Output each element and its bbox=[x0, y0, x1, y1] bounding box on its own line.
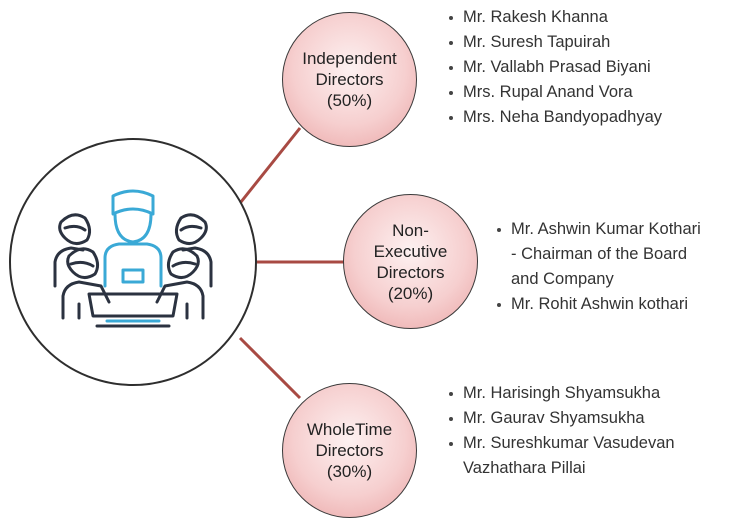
director-role-line: and Company bbox=[511, 270, 614, 288]
node-label-line: Directors bbox=[315, 441, 384, 460]
node-label-line: WholeTime bbox=[306, 420, 393, 439]
director-name-line: Mr. Ashwin Kumar Kothari bbox=[511, 220, 701, 238]
director-name-line: Mr. Rakesh Khanna bbox=[463, 8, 608, 26]
non-executive-directors-list: Mr. Ashwin Kumar Kothari - Chairman of t… bbox=[495, 217, 701, 317]
node-label-line: Independent bbox=[302, 49, 397, 68]
director-item: Mr. Sureshkumar Vasudevan Vazhathara Pil… bbox=[447, 431, 675, 481]
director-item: Mrs. Rupal Anand Vora bbox=[447, 80, 662, 105]
wholetime-directors-node: WholeTime Directors (30%) bbox=[282, 383, 417, 518]
director-item: Mr. Rakesh Khanna bbox=[447, 5, 662, 30]
director-item: Mr. Rohit Ashwin kothari bbox=[495, 292, 701, 317]
director-name-line: Mr. Rohit Ashwin kothari bbox=[511, 295, 688, 313]
node-label-line: (50%) bbox=[326, 91, 373, 110]
node-label-line: Directors bbox=[315, 70, 384, 89]
director-item: Mr. Vallabh Prasad Biyani bbox=[447, 55, 662, 80]
director-name-line: Mr. Harisingh Shyamsukha bbox=[463, 384, 661, 402]
independent-directors-node: Independent Directors (50%) bbox=[282, 12, 417, 147]
node-label-line: Non- bbox=[392, 220, 429, 240]
node-label-line: (30%) bbox=[326, 462, 373, 481]
board-meeting-icon bbox=[53, 189, 213, 328]
node-label-line: Directors bbox=[376, 262, 445, 282]
director-item: Mr. Harisingh Shyamsukha bbox=[447, 381, 675, 406]
board-hub-circle bbox=[9, 138, 257, 386]
director-name-line: Mr. Sureshkumar Vasudevan bbox=[463, 434, 675, 452]
director-name-line: Mrs. Neha Bandyopadhyay bbox=[463, 108, 663, 126]
node-label-line: Executive bbox=[373, 241, 448, 261]
independent-directors-list: Mr. Rakesh Khanna Mr. Suresh Tapuirah Mr… bbox=[447, 5, 662, 130]
director-role-line: - Chairman of the Board bbox=[511, 245, 688, 263]
non-executive-directors-node: Non- Executive Directors (20%) bbox=[343, 194, 478, 329]
director-item: Mr. Ashwin Kumar Kothari - Chairman of t… bbox=[495, 217, 701, 292]
director-item: Mr. Gaurav Shyamsukha bbox=[447, 406, 675, 431]
director-name-line: Mr. Vallabh Prasad Biyani bbox=[463, 58, 651, 76]
director-name-line: Mr. Suresh Tapuirah bbox=[463, 33, 611, 51]
director-item: Mr. Suresh Tapuirah bbox=[447, 30, 662, 55]
director-name-line: Mrs. Rupal Anand Vora bbox=[463, 83, 633, 101]
connector-wholetime bbox=[238, 336, 302, 400]
wholetime-directors-list: Mr. Harisingh Shyamsukha Mr. Gaurav Shya… bbox=[447, 381, 675, 481]
node-label-line: (20%) bbox=[387, 283, 434, 303]
director-name-line: Mr. Gaurav Shyamsukha bbox=[463, 409, 645, 427]
director-item: Mrs. Neha Bandyopadhyay bbox=[447, 105, 662, 130]
director-name-line: Vazhathara Pillai bbox=[463, 459, 586, 477]
